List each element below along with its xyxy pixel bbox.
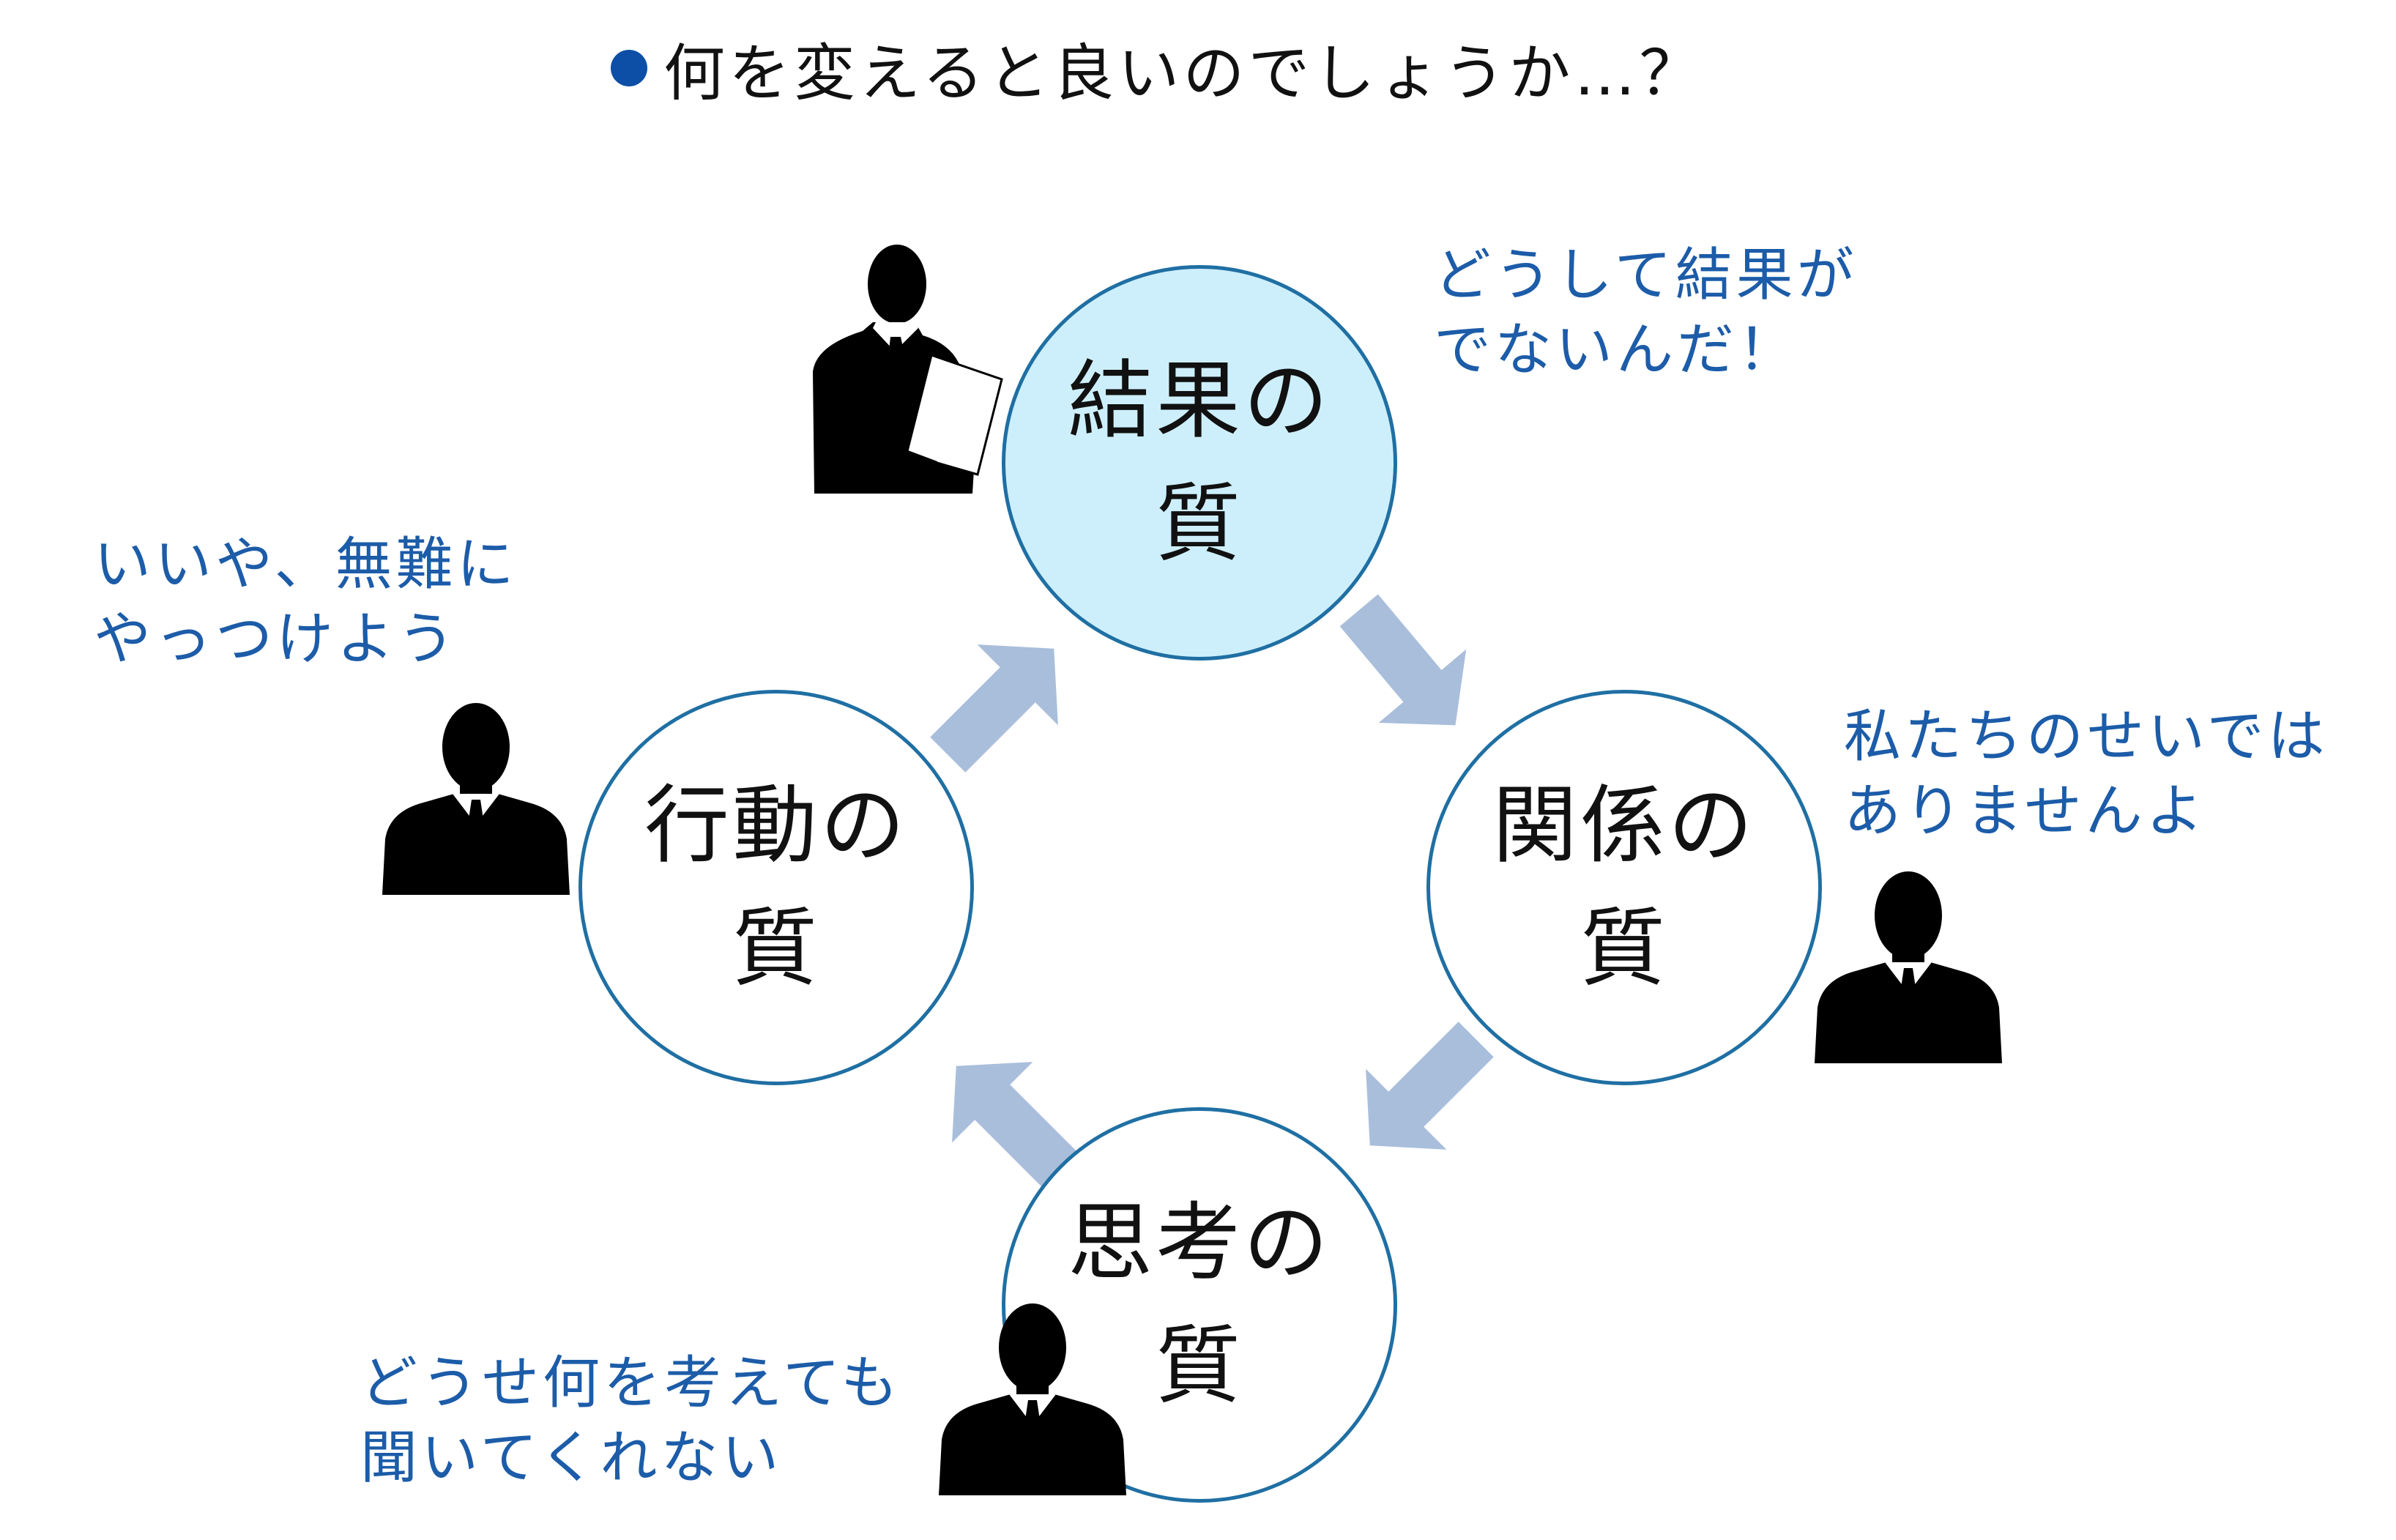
circle-result-quality: 結果の 質 <box>1002 265 1397 661</box>
businessman-icon <box>382 703 570 895</box>
businessman-icon <box>1815 871 2002 1063</box>
speech-line1: どうして結果が <box>1434 242 1858 308</box>
speech-result: どうして結果が でないんだ！ <box>1434 238 1858 387</box>
arrow-icon-thinking-to-action <box>952 1062 1080 1190</box>
speech-relationship: 私たちのせいでは ありませんよ <box>1844 699 2329 849</box>
speech-line1: どうせ何を考えても <box>360 1350 902 1416</box>
arrow-icon-result-to-relationship <box>1339 594 1467 726</box>
bullet-dot-icon <box>611 50 647 86</box>
businessman-reading-icon <box>813 245 1003 494</box>
circle-label-line2: 質 <box>1156 1317 1243 1416</box>
circle-label-line1: 関係の <box>1492 776 1756 875</box>
arrow-icon-action-to-result <box>930 644 1058 773</box>
speech-line2: ありませんよ <box>1844 778 2207 844</box>
title-text: 何を変えると良いのでしょうか…？ <box>663 37 1705 109</box>
circle-label-line1: 結果の <box>1068 351 1331 450</box>
circle-label: 思考の 質 <box>1068 1182 1331 1428</box>
circle-label: 関係の 質 <box>1492 765 1756 1011</box>
circle-label: 結果の 質 <box>1068 340 1331 586</box>
circle-label-line2: 質 <box>1580 899 1668 998</box>
speech-line2: でないんだ！ <box>1434 317 1799 383</box>
circle-label-line2: 質 <box>1156 475 1243 573</box>
speech-line1: 私たちのせいでは <box>1844 704 2329 770</box>
speech-line1: いいや、無難に <box>94 532 518 598</box>
speech-line2: 聞いてくれない <box>360 1425 783 1491</box>
circle-label-line2: 質 <box>732 899 820 998</box>
speech-action: いいや、無難に やっつけよう <box>94 527 518 677</box>
circle-label-line1: 思考の <box>1068 1194 1331 1292</box>
speech-thinking: どうせ何を考えても 聞いてくれない <box>360 1346 901 1495</box>
circle-label: 行動の 質 <box>644 765 908 1011</box>
speech-line2: やっつけよう <box>94 606 459 672</box>
circle-label-line1: 行動の <box>644 776 908 875</box>
circle-action-quality: 行動の 質 <box>578 690 974 1085</box>
arrow-icon-relationship-to-thinking <box>1366 1022 1494 1150</box>
businessman-icon <box>939 1303 1126 1495</box>
circle-relationship-quality: 関係の 質 <box>1426 690 1822 1085</box>
diagram-title: 何を変えると良いのでしょうか…？ <box>611 21 1704 116</box>
